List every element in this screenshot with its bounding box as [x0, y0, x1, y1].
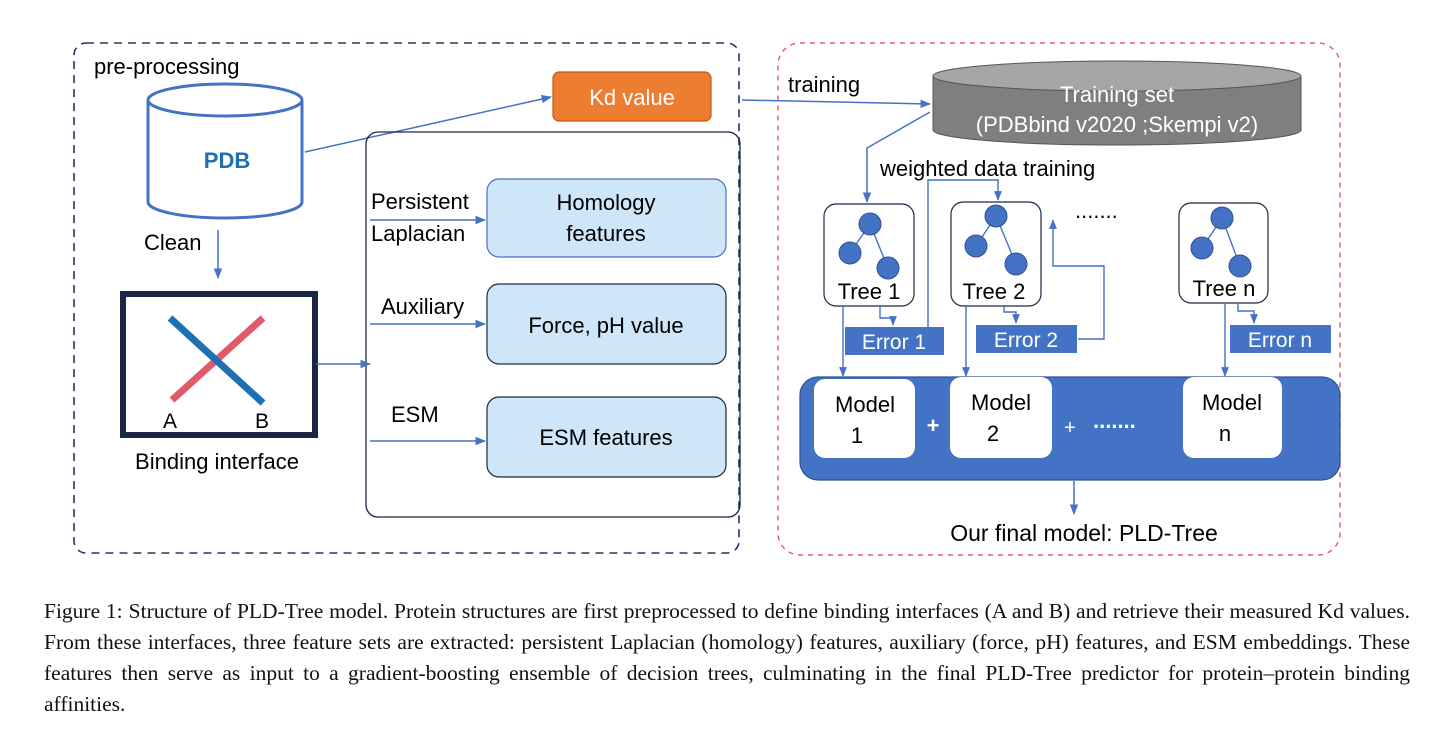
tree-n-label: Tree n [1193, 276, 1256, 301]
plus-sign: + [1064, 417, 1076, 439]
model-n-line1: Model [1202, 390, 1262, 415]
pdb-label: PDB [204, 148, 250, 173]
error1-feedback-arrow [927, 179, 1002, 327]
tree-node-icon [1190, 236, 1214, 260]
model-2-line1: Model [971, 390, 1031, 415]
persistent-label: Persistent [371, 189, 469, 214]
tree2-to-error2-arrow [1003, 306, 1020, 324]
tree-node-icon [838, 241, 862, 265]
model-1-line1: Model [835, 392, 895, 417]
tree-node-icon [1210, 206, 1234, 230]
model-ellipsis: ....... [1093, 408, 1136, 433]
kd-value-box [552, 71, 712, 122]
model-1-box [814, 379, 915, 458]
tree-node-icon [876, 256, 900, 280]
error-1-label: Error 1 [862, 331, 926, 354]
tree-2 [950, 201, 1042, 307]
tree-node-icon [1004, 252, 1028, 276]
error-n-box [1230, 325, 1331, 353]
kd-value-label: Kd value [589, 85, 675, 110]
tree-node-icon [964, 234, 988, 258]
laplacian-label: Laplacian [371, 221, 465, 246]
figure-label: Figure 1: [44, 599, 123, 623]
weighted-data-training-label: weighted data training [879, 156, 1095, 181]
tree-2-label: Tree 2 [963, 279, 1026, 304]
model-1-line2: 1 [851, 423, 863, 448]
pdb-to-kd-arrow [304, 94, 553, 153]
chain-a-label: A [163, 410, 177, 433]
force-ph-box [486, 283, 727, 365]
error-1-box [845, 327, 944, 355]
training-set-database-icon [932, 60, 1302, 146]
plus-sign: + [927, 413, 940, 438]
training-set-line1: Training set [1060, 82, 1174, 107]
esm-label: ESM [391, 402, 439, 427]
error-2-box [976, 325, 1077, 353]
training-set-line2: (PDBbind v2020 ;Skempi v2) [976, 112, 1258, 137]
final-model-label: Our final model: PLD-Tree [950, 520, 1218, 546]
pdb-database-icon [146, 82, 304, 220]
homology-features-line1: Homology [556, 190, 655, 215]
training-label: training [788, 72, 860, 97]
tree-1-label: Tree 1 [838, 279, 901, 304]
model-2-box [950, 377, 1052, 458]
tree-node-icon [984, 204, 1008, 228]
error2-feedback-arrow [1049, 219, 1105, 340]
homology-features-line2: features [566, 221, 646, 246]
auxiliary-label: Auxiliary [381, 294, 464, 319]
homology-features-box [486, 178, 727, 258]
clean-label: Clean [144, 230, 201, 255]
force-ph-label: Force, pH value [528, 313, 683, 338]
model-n-box [1183, 377, 1282, 458]
treen-to-errorn-arrow [1237, 303, 1258, 324]
preprocessing-title: pre-processing [94, 54, 240, 79]
training-set-to-tree1-arrow [862, 111, 931, 204]
model-n-line2: n [1219, 421, 1231, 446]
figure-caption: Figure 1:Structure of PLD-Tree model. Pr… [44, 596, 1410, 720]
chain-b-label: B [255, 410, 269, 433]
caption-text: Structure of PLD-Tree model. Protein str… [44, 599, 1410, 716]
tree-n [1178, 202, 1269, 304]
training-panel [777, 42, 1341, 556]
tree-1 [823, 203, 915, 307]
feature-panel [365, 131, 741, 518]
esm-features-box [486, 396, 727, 478]
preprocessing-panel [73, 42, 740, 554]
tree-node-icon [1228, 254, 1252, 278]
error-n-label: Error n [1248, 329, 1312, 352]
tree-ellipsis: ....... [1075, 198, 1118, 223]
tree-node-icon [858, 212, 882, 236]
tree1-to-error1-arrow [879, 306, 897, 326]
esm-features-label: ESM features [539, 425, 672, 450]
binding-interface-caption: Binding interface [135, 449, 299, 474]
to-training-set-arrow [741, 99, 932, 108]
model-2-line2: 2 [987, 421, 999, 446]
error-2-label: Error 2 [994, 329, 1058, 352]
chain-b-line [167, 315, 266, 406]
pld-tree-diagram: pre-processing PDB Clean A B Binding int… [73, 42, 1341, 556]
